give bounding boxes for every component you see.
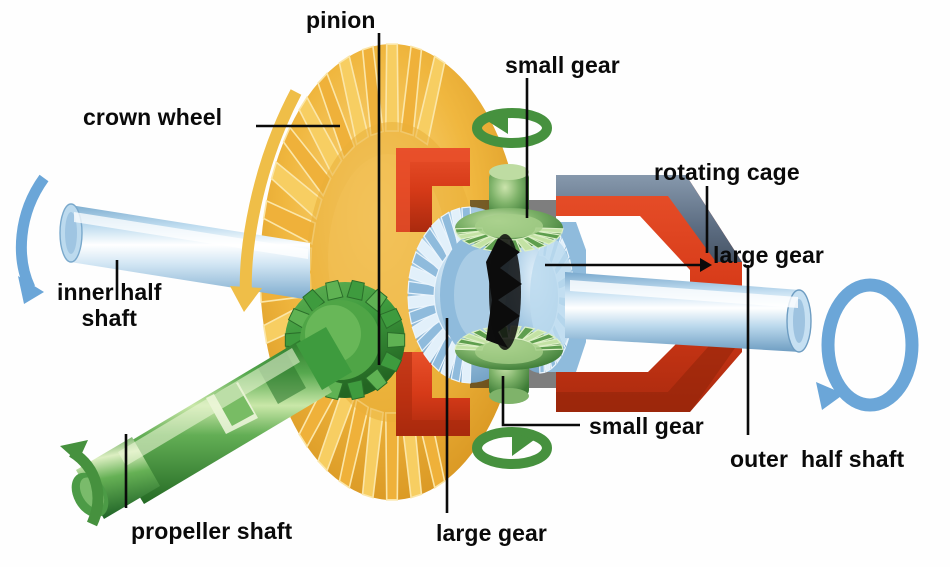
propeller-shaft [71, 327, 352, 519]
crown-wheel-rotation-arrow [230, 89, 302, 312]
label-large-gear-bottom: large gear [436, 520, 547, 546]
inner-shaft-rotation-arrow [15, 174, 49, 304]
small-gear-bottom-leader [501, 376, 580, 427]
label-pinion: pinion [306, 7, 376, 33]
label-propeller-shaft: propeller shaft [131, 518, 293, 544]
label-outer-half-shaft: outer half shaft [730, 446, 905, 472]
leader-arrowheads [700, 258, 712, 272]
label-large-gear-right: large gear [713, 242, 824, 268]
small-gear-top-rotation-arrow [472, 108, 552, 148]
outer-half-shaft [565, 272, 812, 353]
small-gear-bottom-rotation-arrow [472, 427, 552, 469]
leader-lines [115, 33, 750, 513]
gear-mesh-shadow [486, 234, 522, 350]
propeller-shaft-rotation-arrow [60, 440, 104, 527]
label-crown-wheel: crown wheel [83, 104, 223, 130]
label-inner-half-shaft: inner half shaft [57, 279, 162, 331]
label-small-gear-top: small gear [505, 52, 620, 78]
small-gear-bottom [454, 325, 564, 404]
label-small-gear-bottom: small gear [589, 413, 704, 439]
label-rotating-cage: rotating cage [654, 159, 800, 185]
outer-shaft-rotation-arrow [816, 278, 919, 412]
